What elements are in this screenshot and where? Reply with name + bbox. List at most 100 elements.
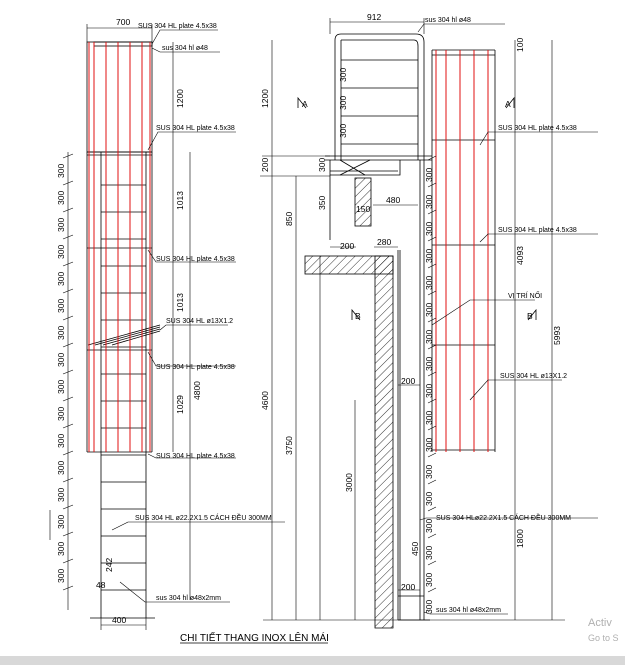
dim-1013a: 1013 [175, 191, 185, 210]
callout-plate-3: SUS 304 HL plate 4.5x38 [156, 256, 235, 263]
joint-line-1 [87, 324, 161, 346]
right-pitch-6: 300 [424, 330, 434, 344]
right-pitch-4: 300 [424, 276, 434, 290]
right-pitch-labels: 300 300 300 300 300 300 300 300 300 300 300 300 300 3… [338, 68, 434, 614]
right-tick-3 [427, 236, 437, 242]
right-tick-7 [427, 344, 437, 350]
callout-base-left: sus 304 hl ø48x2mm [156, 595, 221, 602]
section-a-left: A [302, 99, 308, 109]
right-pitch-5: 300 [424, 303, 434, 317]
dim-4600: 4600 [260, 391, 270, 410]
right-tick-15 [427, 560, 437, 566]
callout-rung-left: SUS 304 HL ø22.2X1.5 CÁCH ĐỀU 300MM [135, 512, 272, 522]
dim-350: 350 [317, 196, 327, 210]
left-red-rails [88, 42, 151, 452]
drawing-title: CHI TIẾT THANG INOX LÊN MÁI [180, 631, 329, 644]
dim-1800: 1800 [515, 529, 525, 548]
callout-base-right: sus 304 hl ø48x2mm [436, 607, 501, 614]
dim-242: 242 [104, 558, 114, 572]
right-tick-16 [427, 587, 437, 593]
dim-700: 700 [116, 17, 130, 27]
left-rungs [101, 184, 146, 591]
right-pitch-8: 300 [424, 384, 434, 398]
left-pitch-2: 300 [56, 218, 66, 232]
right-leaders [417, 23, 598, 615]
dim-3750: 3750 [284, 436, 294, 455]
platform-pitch-1: 300 [338, 96, 348, 110]
left-leaders [111, 29, 285, 603]
left-tick-13 [62, 504, 74, 510]
left-pitch-3: 300 [56, 245, 66, 259]
callout-rod-left: SUS 304 HL ø13X1.2 [166, 318, 233, 325]
dim-1013b: 1013 [175, 293, 185, 312]
right-pitch-14: 300 [424, 546, 434, 560]
left-pitch-14: 300 [56, 542, 66, 556]
dim-450: 450 [410, 542, 420, 556]
left-tick-0 [62, 153, 74, 159]
leader-plate-3 [147, 351, 236, 367]
right-pitch-2: 300 [424, 222, 434, 236]
callout-plate-4: SUS 304 HL plate 4.5x38 [156, 364, 235, 371]
right-pitch-11: 300 [424, 465, 434, 479]
wall [374, 255, 394, 629]
left-tick-9 [62, 396, 74, 402]
right-top-handrail-inner [341, 39, 419, 160]
leader-rod [159, 324, 228, 331]
left-pitch-7: 300 [56, 353, 66, 367]
section-b-left: B [355, 311, 361, 321]
dim-400: 400 [112, 615, 126, 625]
left-pitch-15: 300 [56, 569, 66, 583]
right-dimension-text: 912 1200 200 850 4600 3750 3000 480 150 … [260, 12, 562, 592]
left-elevation [86, 41, 161, 619]
left-tick-2 [62, 207, 74, 213]
left-top-bar [93, 41, 153, 47]
left-pitch-1: 300 [56, 191, 66, 205]
dim-1200: 1200 [175, 89, 185, 108]
platform-pitch-0: 300 [338, 68, 348, 82]
dim-48: 48 [96, 580, 106, 590]
right-tick-2 [427, 209, 437, 215]
joint-line-4 [111, 330, 161, 346]
right-pitch-9: 300 [424, 411, 434, 425]
left-dimension-text: 700 400 48 242 1200 1013 1013 1029 4800 [96, 17, 202, 625]
leader-plate-4 [147, 453, 236, 459]
callout-top-bar: sus 304 hl ø48 [162, 45, 208, 52]
right-pitch-12: 300 [424, 492, 434, 506]
dim-300r: 300 [317, 158, 327, 172]
left-tick-14 [62, 531, 74, 537]
right-callouts: sus 304 hl ø48 SUS 304 HL plate 4.5x38 S… [302, 17, 577, 614]
right-tick-9 [427, 398, 437, 404]
section-b-right: B [527, 311, 533, 321]
dim-200d: 200 [401, 582, 415, 592]
left-pitch-0: 300 [56, 164, 66, 178]
leader-plate-2 [147, 249, 236, 263]
callout-rod-right: SUS 304 HL ø13X1.2 [500, 373, 567, 380]
left-tick-15 [62, 558, 74, 564]
right-pitch-0: 300 [424, 168, 434, 182]
callout-plate-2: SUS 304 HL plate 4.5x38 [156, 125, 235, 132]
right-pitch-ticks [427, 155, 437, 593]
callout-top-bar-right: sus 304 hl ø48 [425, 17, 471, 24]
right-pitch-16: 300 [424, 600, 434, 614]
dim-5993: 5993 [552, 326, 562, 345]
right-pitch-3: 300 [424, 249, 434, 263]
dim-4093: 4093 [515, 246, 525, 265]
left-tick-10 [62, 423, 74, 429]
dim-1200r: 1200 [260, 89, 270, 108]
callout-plate-5: SUS 304 HL plate 4.5x38 [156, 453, 235, 460]
left-tick-6 [62, 315, 74, 321]
leader-plate-1 [147, 131, 236, 151]
section-a-right: A [505, 99, 511, 109]
left-tick-11 [62, 450, 74, 456]
dim-480: 480 [386, 195, 400, 205]
dim-200: 200 [260, 158, 270, 172]
dim-100: 100 [515, 38, 525, 52]
right-tick-8 [427, 371, 437, 377]
joint-line-3 [102, 328, 161, 346]
dim-1029: 1029 [175, 395, 185, 414]
callout-plate-r1: SUS 304 HL plate 4.5x38 [498, 125, 577, 132]
right-tick-10 [427, 425, 437, 431]
right-pitch-1: 300 [424, 195, 434, 209]
bottom-bar [0, 656, 625, 665]
